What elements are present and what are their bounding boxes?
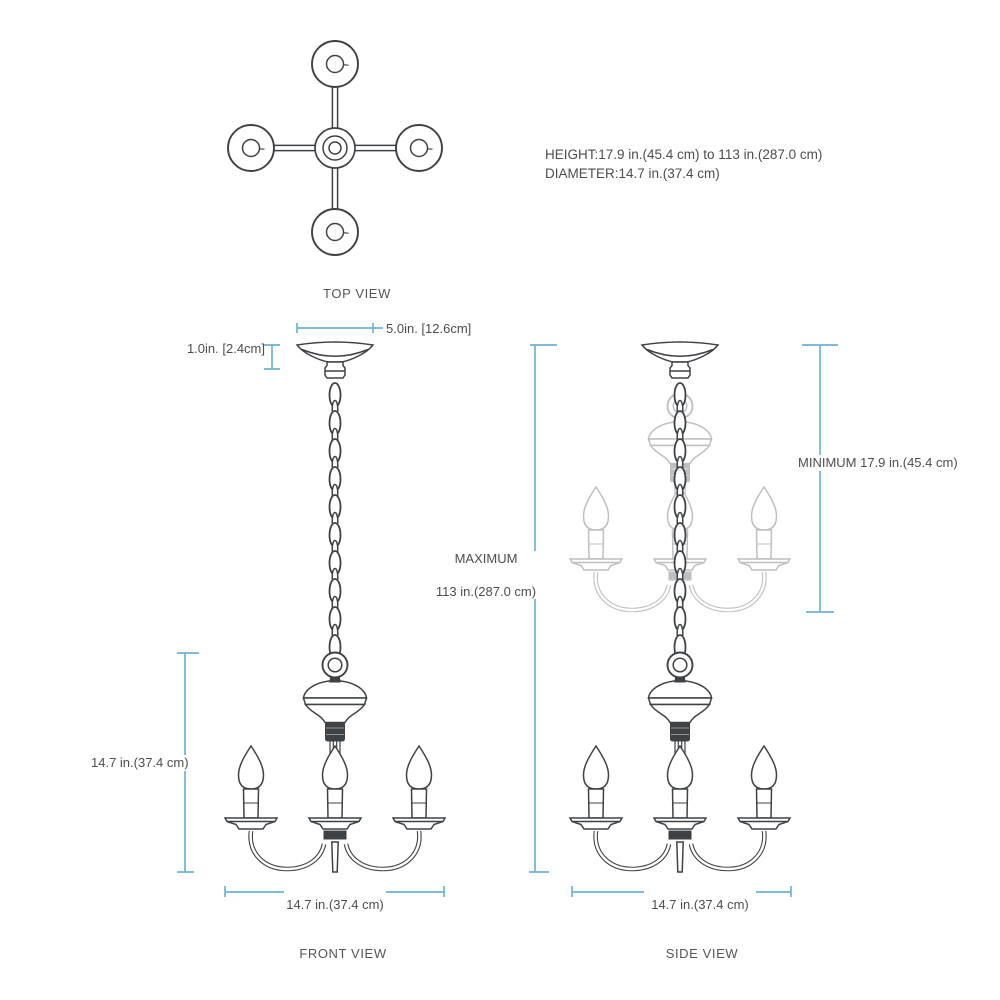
front-chain — [330, 383, 341, 670]
top-view-socket-south — [311, 208, 359, 256]
canopy-height-label: 1.0in. [2.4cm] — [186, 341, 265, 356]
dim-maximum-line — [529, 344, 557, 873]
spec-diameter: DIAMETER:14.7 in.(37.4 cm) — [545, 165, 720, 181]
top-view-drawing — [227, 40, 443, 256]
dim-front-width-line — [224, 886, 445, 897]
top-view-socket-north — [311, 40, 359, 88]
dim-canopy-width-line — [296, 323, 383, 333]
front-width-label: 14.7 in.(37.4 cm) — [286, 897, 384, 912]
maximum-value: 113 in.(287.0 cm) — [435, 584, 537, 599]
front-chandelier — [225, 653, 445, 873]
front-view-label: FRONT VIEW — [299, 946, 387, 961]
spec-height: HEIGHT:17.9 in.(45.4 cm) to 113 in.(287.… — [545, 147, 823, 162]
top-view-label: TOP VIEW — [323, 286, 391, 301]
minimum-label: MINIMUM 17.9 in.(45.4 cm) — [795, 455, 961, 471]
maximum-label: MAXIMUM 113 in.(287.0 cm) — [420, 551, 552, 599]
spec-text-block: HEIGHT:17.9 in.(45.4 cm) to 113 in.(287.… — [545, 146, 822, 183]
side-view-label: SIDE VIEW — [665, 946, 739, 961]
maximum-word: MAXIMUM — [454, 551, 518, 566]
dimension-lines — [177, 323, 838, 897]
top-view-socket-west — [227, 124, 275, 172]
dim-canopy-height-line — [264, 344, 280, 370]
fixture-height-label: 14.7 in.(37.4 cm) — [88, 755, 192, 771]
dim-minimum-line — [802, 344, 838, 613]
canopy-width-label: 5.0in. [12.6cm] — [386, 321, 472, 336]
top-view-hub — [314, 127, 356, 169]
top-view-socket-east — [395, 124, 443, 172]
side-chain — [675, 383, 686, 670]
dim-side-width-line — [571, 886, 792, 897]
side-width-label: 14.7 in.(37.4 cm) — [651, 897, 749, 912]
side-chandelier — [570, 653, 790, 873]
side-canopy — [641, 341, 719, 379]
front-canopy — [296, 341, 374, 379]
